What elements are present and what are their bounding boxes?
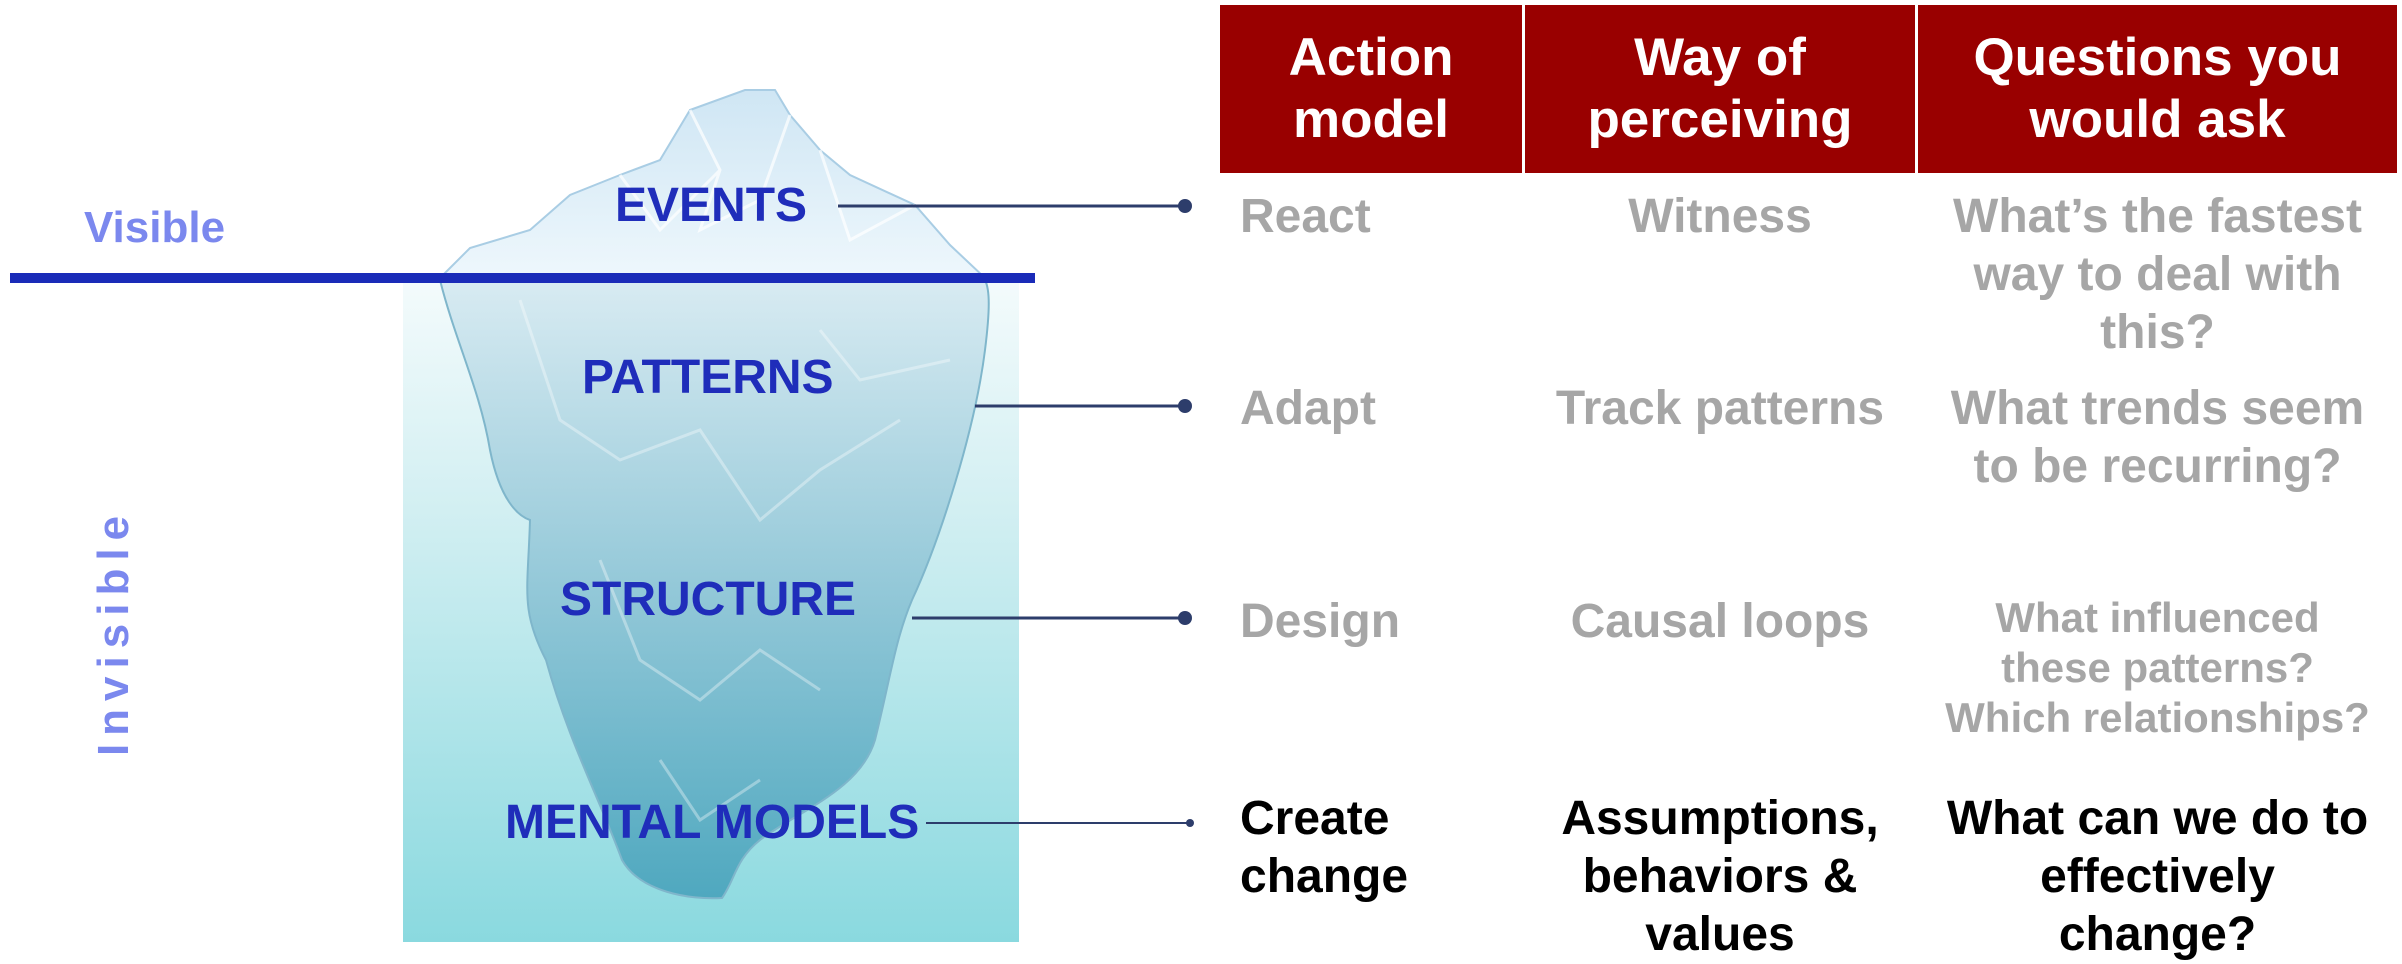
row-3-question: What influenced these patterns? Which re… — [1945, 594, 2370, 741]
iceberg-tip — [437, 89, 988, 279]
row-3-perceiving: Causal loops — [1570, 595, 1870, 648]
row-1-action: React — [1240, 190, 1371, 243]
connector-structure-dot — [1178, 611, 1192, 625]
header-action-model: Action model — [1220, 5, 1522, 173]
layer-structure: STRUCTURE — [560, 573, 856, 626]
row-4-action: Create change — [1240, 792, 1409, 903]
row-2-perceiving: Track patterns — [1555, 382, 1885, 435]
layer-patterns: PATTERNS — [582, 351, 834, 404]
iceberg-underwater — [438, 279, 990, 900]
row-3-action: Design — [1240, 595, 1401, 648]
row-4-question: What can we do to effectively change? — [1946, 792, 2369, 961]
connector-patterns-dot — [1178, 399, 1192, 413]
layer-mental-models: MENTAL MODELS — [505, 796, 920, 849]
iceberg-tip-facets — [618, 109, 916, 243]
iceberg-facets — [518, 299, 951, 823]
row-2-action: Adapt — [1240, 382, 1376, 435]
row-2-question: What trends seem to be recurring? — [1950, 382, 2365, 493]
row-1-perceiving: Witness — [1628, 190, 1812, 243]
invisible-label: Invisible — [89, 507, 138, 757]
layer-events: EVENTS — [615, 179, 808, 232]
row-1-question: What’s the fastest way to deal with this… — [1953, 190, 2362, 359]
row-4-perceiving: Assumptions, behaviors & values — [1561, 792, 1879, 961]
connector-events-dot — [1178, 199, 1192, 213]
connector-mental-models-dot — [1186, 819, 1194, 827]
header-way-of-perceiving: Way of perceiving — [1525, 5, 1915, 173]
visible-label: Visible — [84, 203, 226, 252]
header-questions: Questions you would ask — [1918, 5, 2397, 173]
